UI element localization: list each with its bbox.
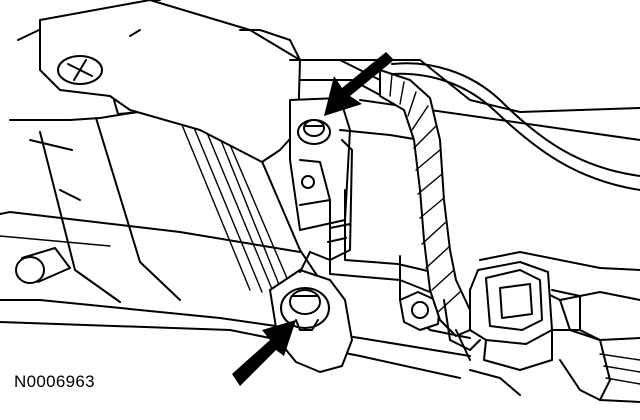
side-nut <box>399 291 441 331</box>
lower-bolt-arrow <box>232 320 296 386</box>
cylinder-post <box>15 247 71 284</box>
upper-bolt-arrow <box>324 52 394 116</box>
wiring-harness <box>379 69 481 361</box>
phillips-screw-icon <box>57 55 103 85</box>
electrical-connector <box>469 261 581 371</box>
thin-cable <box>391 62 640 191</box>
lower-bolt <box>280 287 330 331</box>
lower-right-components <box>469 329 640 403</box>
figure-id-label: N0006963 <box>14 372 95 391</box>
upper-bolt <box>297 119 331 145</box>
cover-plate <box>39 0 301 163</box>
